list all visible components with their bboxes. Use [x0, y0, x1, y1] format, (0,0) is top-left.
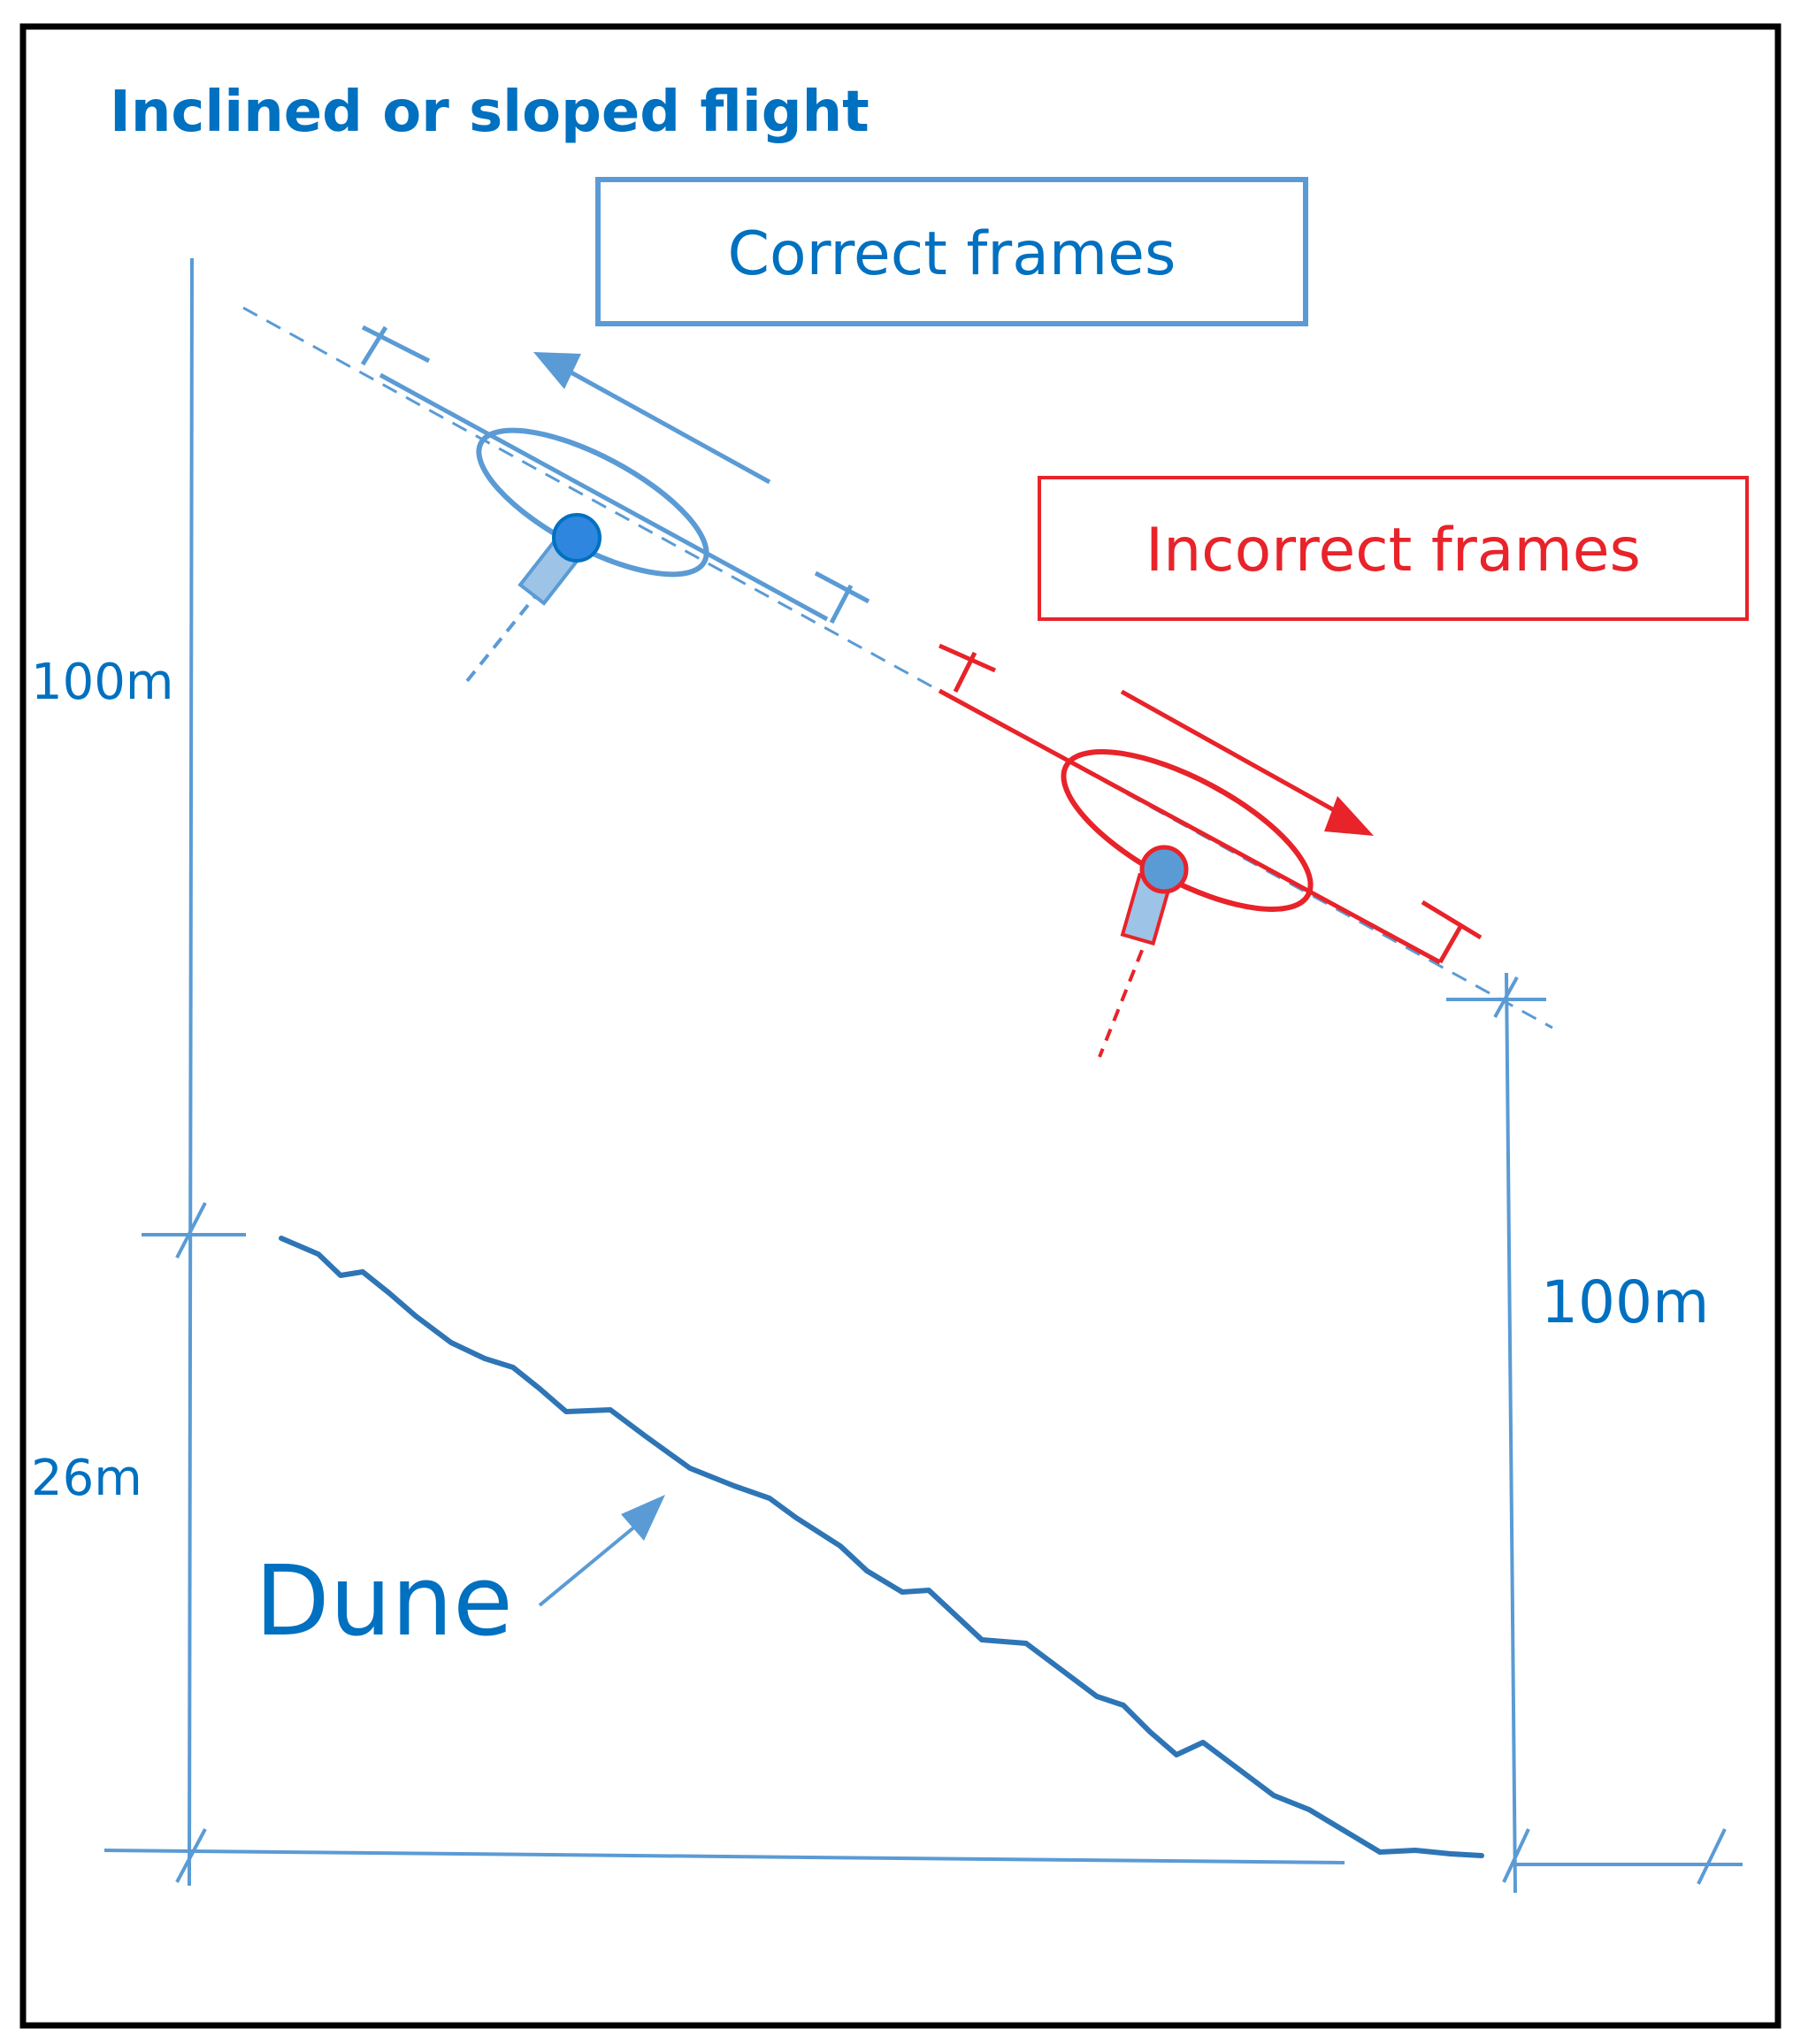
left-top-height-label: 100m — [31, 654, 173, 711]
correct-direction-arrow — [533, 352, 771, 485]
incorrect-frames-label: Incorrect frames — [1146, 516, 1641, 586]
incorrect-frames-box: Incorrect frames — [1038, 476, 1749, 621]
dune-pointer-arrow — [538, 1495, 665, 1607]
correct-frames-label: Correct frames — [728, 219, 1176, 289]
ground-baseline — [103, 1828, 1743, 1885]
diagram-title: Inclined or sloped flight — [110, 80, 870, 145]
left-bottom-height-label: 26m — [31, 1450, 142, 1507]
correct-frame-segment — [360, 325, 870, 624]
right-dimension-line — [1446, 972, 1546, 1894]
dune-profile — [279, 1236, 1484, 1858]
incorrect-frame-segment — [938, 643, 1483, 965]
right-height-label: 100m — [1541, 1268, 1709, 1336]
flight-path-line — [242, 306, 1553, 1030]
incorrect-direction-arrow — [1120, 689, 1374, 836]
left-dimension-line — [142, 257, 246, 1887]
outer-frame — [19, 23, 1782, 2029]
incorrect-drone-icon — [1061, 749, 1314, 1058]
correct-frames-box: Correct frames — [595, 177, 1308, 326]
correct-drone-icon — [465, 427, 709, 683]
dune-label: Dune — [255, 1544, 513, 1657]
